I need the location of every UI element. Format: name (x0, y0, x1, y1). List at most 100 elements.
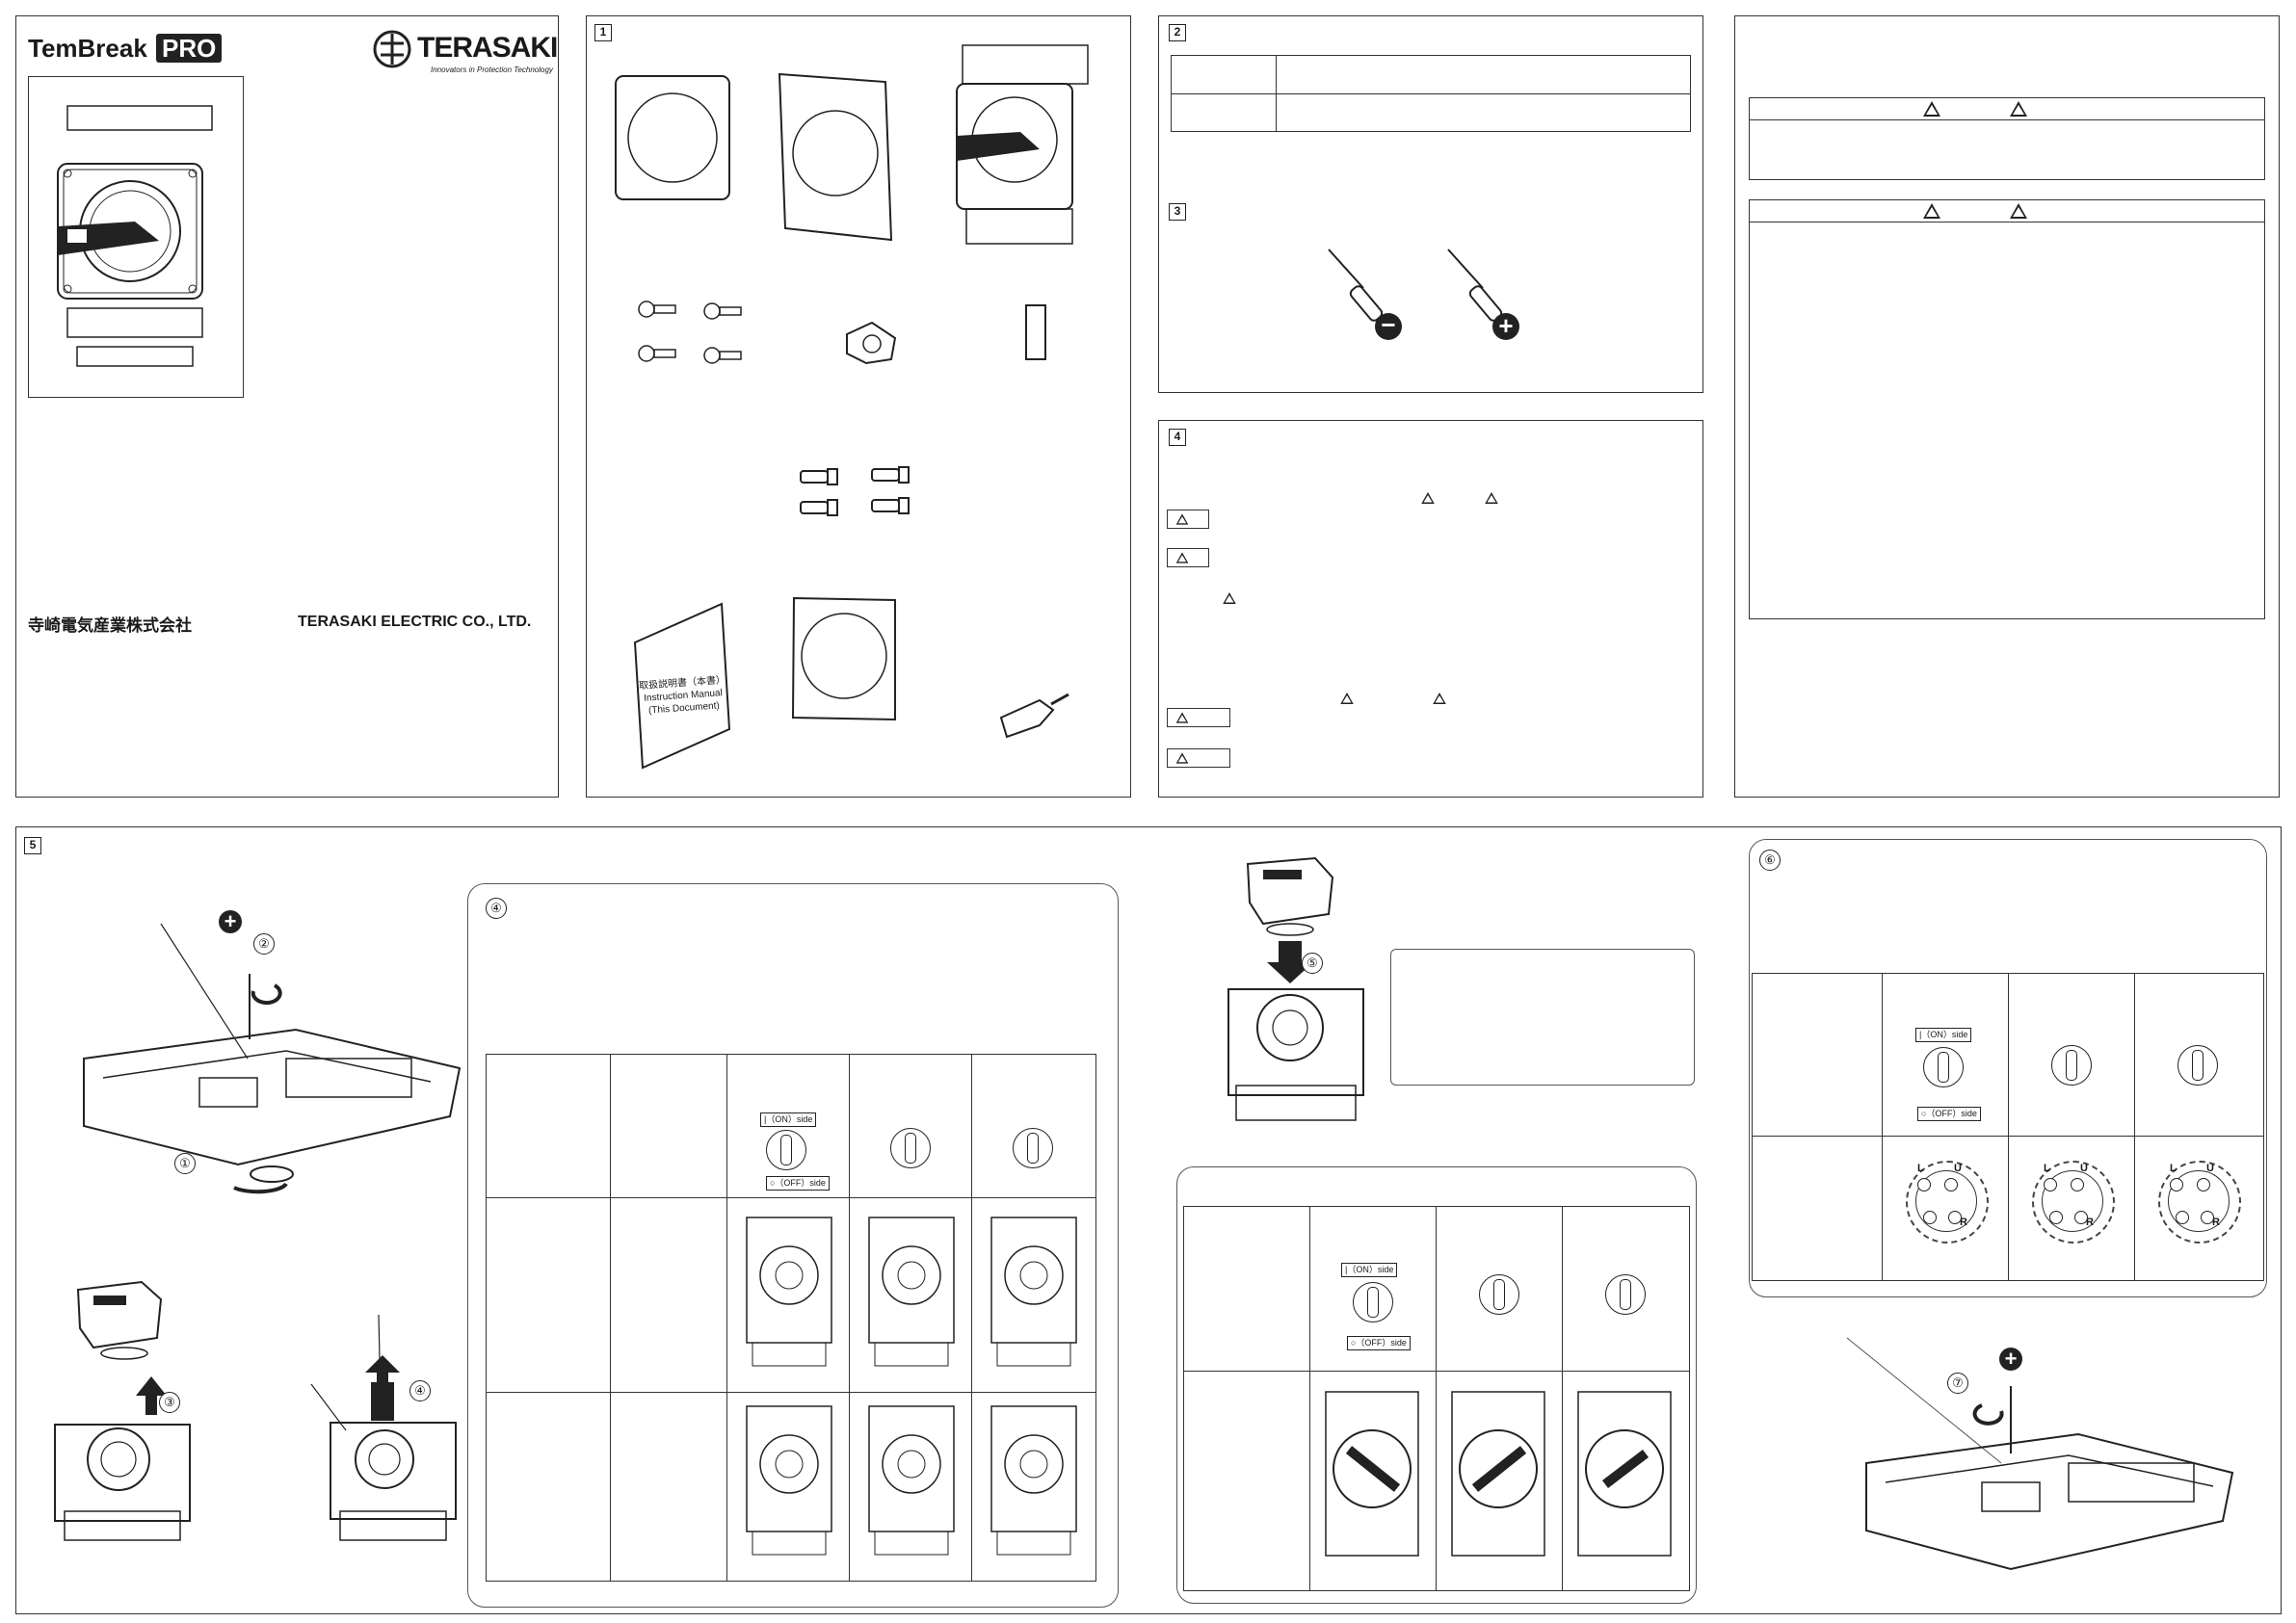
off-side-label: ○（OFF）side (766, 1176, 830, 1191)
handle-dial-icon (1923, 1047, 1964, 1087)
gear-position-table: |（ON）side ○（OFF）side L U R (1752, 973, 2264, 1281)
gear-cell: L U R (2134, 1136, 2264, 1281)
step-5-marker: ⑤ (1302, 953, 1323, 974)
on-side-label: |（ON）side (760, 1113, 817, 1127)
step-1-marker: ① (174, 1153, 196, 1174)
caution-box-header (1750, 200, 2264, 223)
orientation-flipped (2134, 973, 2264, 1137)
manual-cover-text: 取扱説明書（本書） Instruction Manual (This Docum… (634, 674, 732, 719)
phillips-screwdriver-icon: + (1999, 1348, 2022, 1371)
pin-icon (2074, 1210, 2088, 1224)
step-4-marker: ④ (409, 1380, 431, 1401)
coupler-removal-illustration (310, 1314, 457, 1541)
handle-dial-icon (1479, 1274, 1519, 1315)
handle-dial-icon (766, 1130, 806, 1170)
section-number-5: 5 (24, 837, 41, 854)
warning-icon (2010, 101, 2027, 117)
cover-panel: TemBreak PRO TERASAKI Innovators in Prot… (15, 15, 559, 798)
section-number-3: 3 (1169, 203, 1186, 221)
gear-letter-u: U (2080, 1162, 2088, 1174)
screwdriver-illustrations (1328, 249, 1503, 322)
contents-panel: 1 (586, 15, 1131, 798)
off-side-label: ○（OFF）side (1347, 1336, 1411, 1350)
orientation-rotated (1436, 1206, 1563, 1372)
handle-dial-icon (1013, 1128, 1053, 1168)
caution-box (1749, 199, 2265, 619)
coupler-position-cell (849, 1197, 972, 1393)
spec-cell (1276, 92, 1691, 132)
danger-label-box (1167, 510, 1209, 529)
pin-icon (2071, 1177, 2084, 1191)
installation-panel: 5 + ② ① ③ ④ ④ (15, 826, 2282, 1614)
on-side-label: |（ON）side (1341, 1263, 1398, 1277)
safety-panel: 4 (1158, 420, 1703, 798)
warning-icon (1223, 592, 1236, 604)
warning-icon (1485, 492, 1498, 504)
handle-position-cell (1562, 1371, 1690, 1591)
handle-dial-icon (2051, 1045, 2092, 1086)
step-7-marker: ⑦ (1947, 1373, 1968, 1394)
spec-cell (1171, 92, 1277, 132)
step-2-marker: ② (253, 933, 275, 955)
danger-label-box (1167, 708, 1230, 727)
spec-table (1171, 55, 1691, 132)
chassis-step7-illustration (1846, 1337, 2234, 1571)
off-side-label: ○（OFF）side (1917, 1107, 1981, 1121)
danger-box (1749, 97, 2265, 180)
orientation-on-off: |（ON）side ○（OFF）side (1882, 973, 2009, 1137)
company-name-ja: 寺崎電気産業株式会社 (28, 616, 192, 635)
pin-icon (2201, 1210, 2214, 1224)
maker-tagline: Innovators in Protection Technology (431, 65, 553, 74)
table-cell (1183, 1206, 1310, 1372)
gear-letter-l: L (2044, 1162, 2050, 1174)
gear-letter-r: R (1960, 1216, 1967, 1228)
pin-icon (2170, 1177, 2183, 1191)
chassis-step1-illustration (83, 923, 462, 1194)
gear-letter-l: L (2170, 1162, 2177, 1174)
step-3-marker: ③ (159, 1392, 180, 1413)
pin-icon (1923, 1210, 1937, 1224)
table-cell (1752, 1136, 1883, 1281)
handle-position-cell (1309, 1371, 1437, 1591)
product-badge: PRO (156, 34, 223, 63)
gear-letter-u: U (2206, 1162, 2214, 1174)
gear-cell: L U R (1882, 1136, 2009, 1281)
phillips-screwdriver-icon: + (219, 910, 242, 933)
section-number-2: 2 (1169, 24, 1186, 41)
product-name: TemBreak (28, 34, 147, 63)
orientation-on-off: |（ON）side ○（OFF）side (726, 1054, 850, 1198)
orientation-on-off: |（ON）side ○（OFF）side (1309, 1206, 1437, 1372)
coupler-position-cell (849, 1392, 972, 1582)
danger-box-header (1750, 98, 2264, 120)
warning-icon (1923, 203, 1940, 219)
spec-cell (1171, 55, 1277, 94)
gear-icon (2032, 1160, 2115, 1243)
warnings-panel (1734, 15, 2280, 798)
orientation-rotated (2008, 973, 2135, 1137)
maker-name: TERASAKI (417, 32, 558, 64)
step-4-detail-box: ④ |（ON）side ○（OFF）side (467, 883, 1119, 1608)
on-side-label: |（ON）side (1915, 1028, 1972, 1042)
handle-removal-illustration (54, 1280, 191, 1541)
step-6-marker: ⑥ (1759, 850, 1781, 871)
table-cell (1183, 1371, 1310, 1591)
product-logo: TemBreak PRO (28, 34, 223, 64)
pin-icon (1948, 1210, 1962, 1224)
orientation-flipped (971, 1054, 1096, 1198)
table-cell (486, 1054, 611, 1198)
handle-dial-icon (2177, 1045, 2218, 1086)
pin-icon (1944, 1177, 1958, 1191)
gear-icon (2158, 1160, 2241, 1243)
caution-label-box (1167, 748, 1230, 768)
table-cell (610, 1392, 727, 1582)
warning-icon (2010, 203, 2027, 219)
pin-icon (2197, 1177, 2210, 1191)
gear-letter-l: L (1917, 1162, 1924, 1174)
coupler-position-cell (726, 1197, 850, 1393)
coupler-position-cell (971, 1197, 1096, 1393)
warning-icon (1175, 712, 1189, 723)
gear-letter-r: R (2086, 1216, 2094, 1228)
table-cell (1752, 973, 1883, 1137)
pin-icon (2049, 1210, 2063, 1224)
specs-tools-panel: 2 3 − + (1158, 15, 1703, 393)
